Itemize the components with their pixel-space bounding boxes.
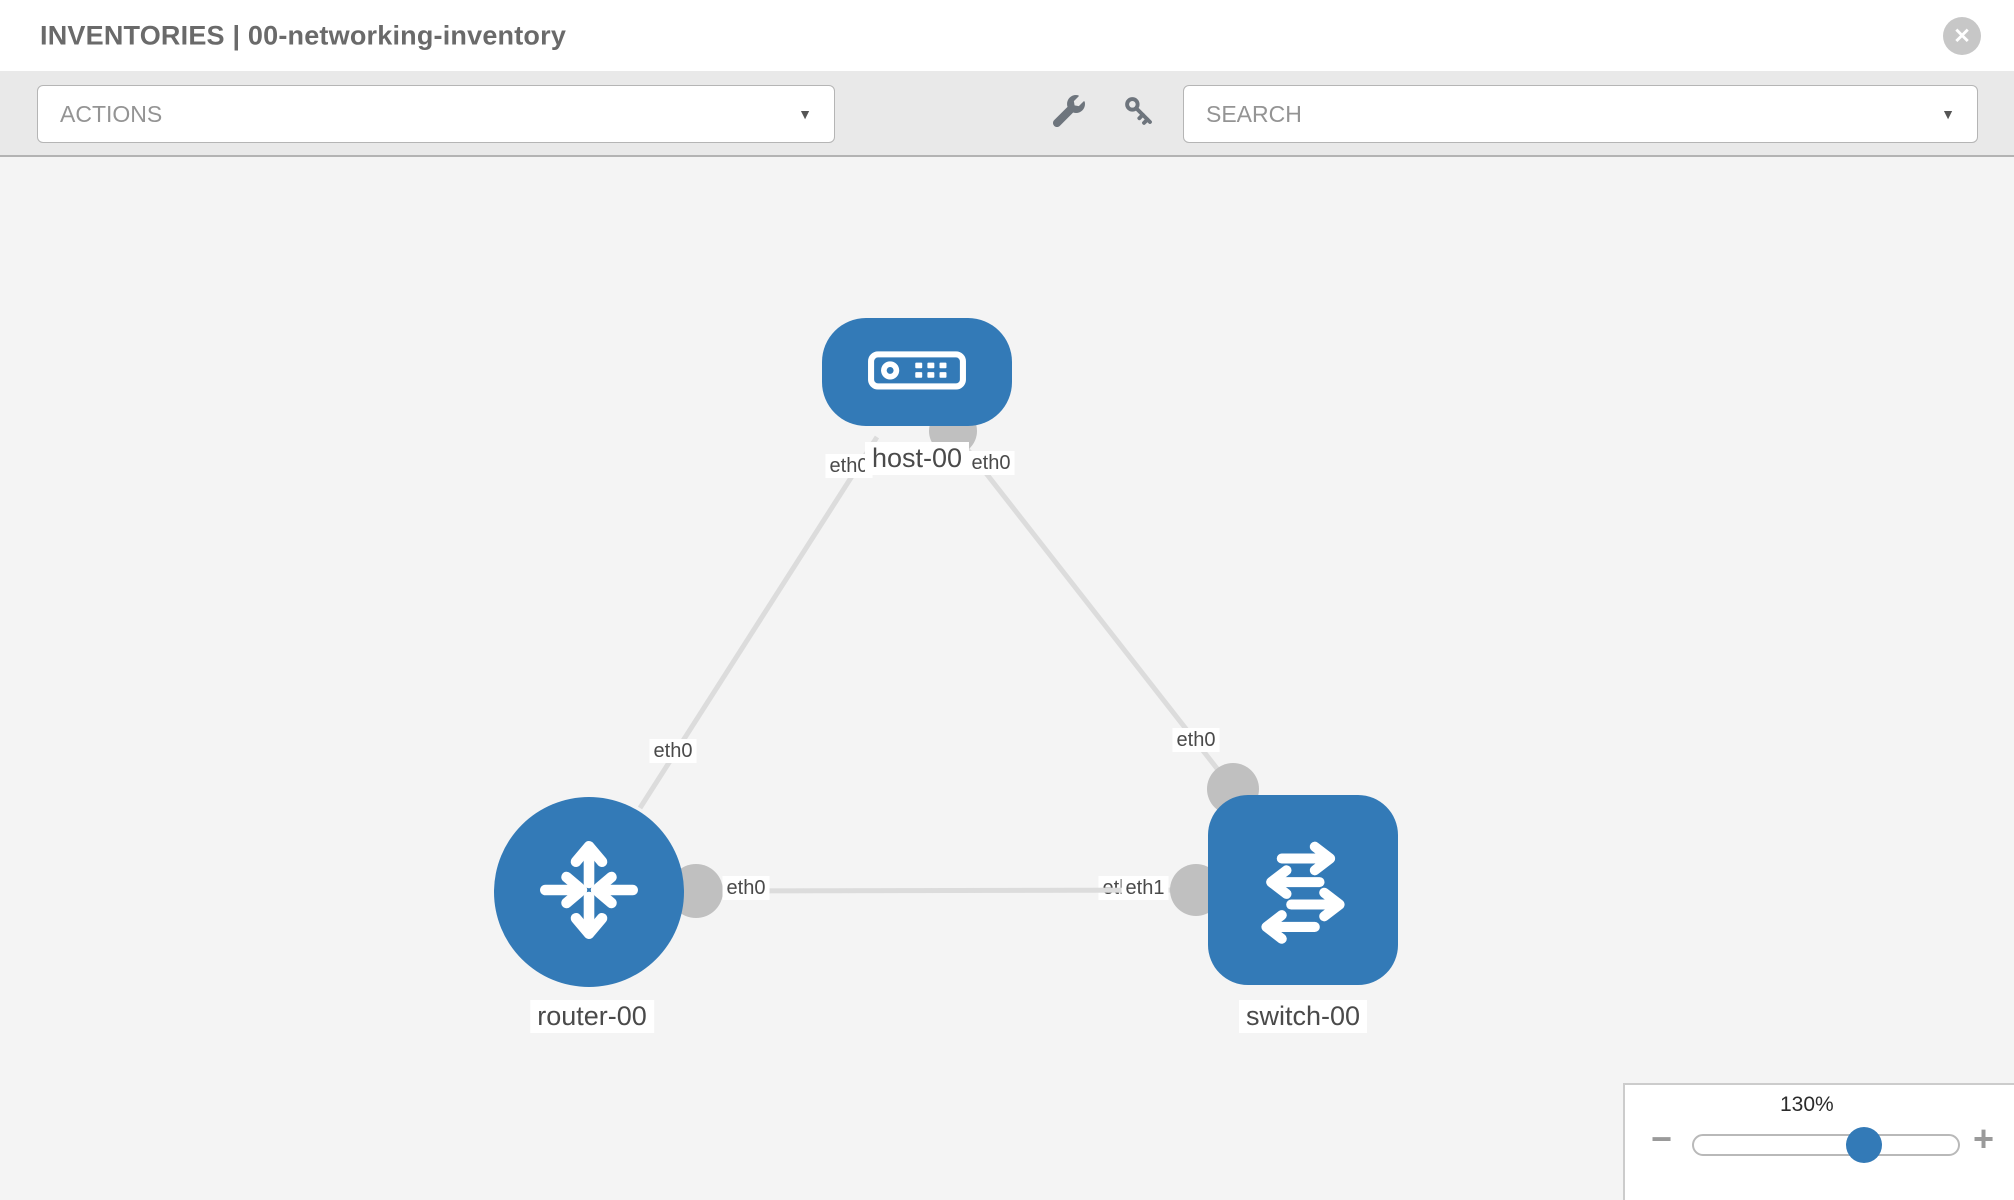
key-icon xyxy=(1123,95,1155,132)
zoom-out-button[interactable]: − xyxy=(1651,1121,1672,1157)
node-label-switch: switch-00 xyxy=(1238,1000,1368,1033)
toolbar: ACTIONS ▼ SEARCH ▼ xyxy=(0,71,2014,157)
topology-canvas[interactable]: host-00 router-00 switch-00 eth0 eth0 et… xyxy=(0,157,2014,1200)
actions-dropdown[interactable]: ACTIONS ▼ xyxy=(37,85,835,143)
wrench-icon xyxy=(1052,94,1085,132)
configure-button[interactable] xyxy=(1050,94,1088,132)
iface-label-router-to-host: eth0 xyxy=(649,739,697,763)
node-host-00[interactable] xyxy=(822,318,1012,426)
switch-icon xyxy=(1244,829,1362,952)
router-icon xyxy=(530,831,648,954)
search-dropdown-label: SEARCH xyxy=(1206,100,1302,127)
node-switch-00[interactable] xyxy=(1208,795,1398,985)
actions-dropdown-label: ACTIONS xyxy=(60,100,163,127)
node-router-00[interactable] xyxy=(494,797,684,987)
page-title: INVENTORIES | 00-networking-inventory xyxy=(40,20,567,50)
zoom-slider-track[interactable] xyxy=(1692,1134,1960,1156)
close-icon: ✕ xyxy=(1953,24,1971,48)
chevron-down-icon: ▼ xyxy=(798,106,812,122)
minus-icon: − xyxy=(1651,1118,1673,1159)
search-dropdown[interactable]: SEARCH ▼ xyxy=(1183,85,1978,143)
close-button[interactable]: ✕ xyxy=(1943,17,1981,55)
link-router-switch[interactable] xyxy=(695,887,1198,894)
chevron-down-icon: ▼ xyxy=(1941,106,1955,122)
iface-label-host-to-switch: eth0 xyxy=(967,451,1015,475)
plus-icon: + xyxy=(1973,1118,1995,1159)
links-layer xyxy=(637,407,1259,918)
zoom-control-panel: 130% − + xyxy=(1623,1083,2014,1200)
zoom-slider-handle[interactable] xyxy=(1846,1127,1882,1163)
iface-label-switch-to-host: eth0 xyxy=(1172,728,1220,752)
zoom-level-value: 130% xyxy=(1780,1093,1834,1116)
header: INVENTORIES | 00-networking-inventory ✕ xyxy=(0,0,2014,71)
iface-label-host-to-router: eth0 xyxy=(825,454,873,478)
iface-label-switch-to-router: eth1 xyxy=(1121,876,1169,900)
node-label-host: host-00 xyxy=(864,442,970,475)
credentials-button[interactable] xyxy=(1120,94,1158,132)
host-icon xyxy=(865,343,969,402)
zoom-in-button[interactable]: + xyxy=(1973,1121,1994,1157)
iface-label-router-to-switch: eth0 xyxy=(722,876,770,900)
node-label-router: router-00 xyxy=(530,1000,654,1033)
